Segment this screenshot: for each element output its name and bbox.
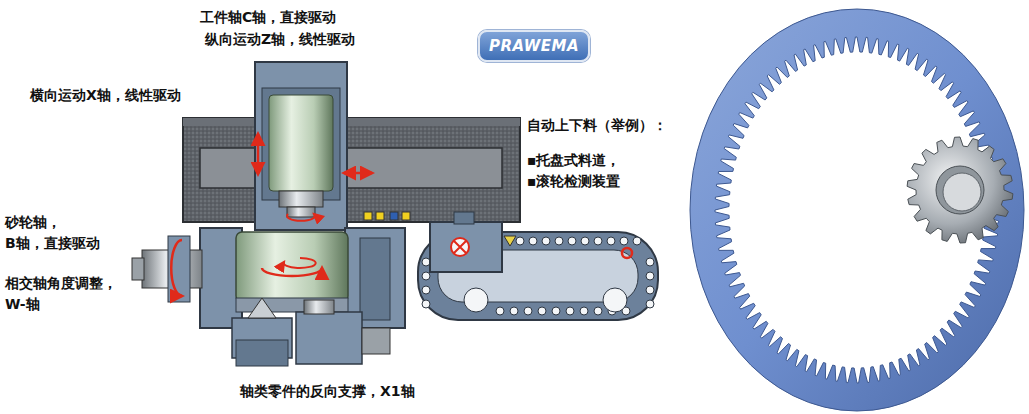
conveyor-roller <box>542 237 550 245</box>
conveyor-roller <box>607 237 615 245</box>
feature-heading: 自动上下料（举例）： <box>527 116 667 134</box>
axis-label: W-轴 <box>5 295 40 313</box>
conveyor-roller <box>510 307 518 315</box>
conveyor-roller <box>646 286 654 294</box>
conveyor-roller <box>646 300 654 308</box>
conveyor-roller <box>646 258 654 266</box>
conveyor-roller <box>568 237 576 245</box>
conveyor-roller <box>580 307 588 315</box>
conveyor-roller <box>422 286 430 294</box>
axis-label: 轴类零件的反向支撑，X1轴 <box>240 382 415 400</box>
axis-label: 纵向运动Z轴，线性驱动 <box>205 30 355 48</box>
conveyor-roller <box>633 237 641 245</box>
conveyor-roller <box>555 237 563 245</box>
conveyor-roller <box>581 237 589 245</box>
conveyor-roller <box>524 307 532 315</box>
conveyor-roller <box>538 307 546 315</box>
conveyor-roller <box>552 307 560 315</box>
conveyor-roller <box>422 300 430 308</box>
conveyor-roller <box>594 237 602 245</box>
axis-label: B轴，直接驱动 <box>5 234 100 252</box>
axis-label: 横向运动X轴，线性驱动 <box>30 86 181 104</box>
conveyor-roller <box>594 307 602 315</box>
conveyor-roller <box>529 237 537 245</box>
conveyor-roller <box>496 307 504 315</box>
internal-gear <box>690 9 1024 411</box>
conveyor-roller <box>566 307 574 315</box>
feature-item: ▪滚轮检测装置 <box>527 172 621 190</box>
feature-item: ▪托盘式料道， <box>527 151 621 169</box>
conveyor-roller <box>620 237 628 245</box>
axis-label: 工件轴C轴，直接驱动 <box>200 8 336 26</box>
pinion-gear <box>907 137 1013 243</box>
logo-text: PRAWEMA <box>489 37 579 55</box>
axis-label: 砂轮轴， <box>5 213 61 231</box>
axis-label: 相交轴角度调整， <box>5 274 117 292</box>
conveyor-roller <box>422 272 430 280</box>
conveyor-roller <box>422 258 430 266</box>
conveyor-roller <box>516 237 524 245</box>
conveyor-roller <box>646 272 654 280</box>
logo-badge: PRAWEMA <box>478 30 590 62</box>
